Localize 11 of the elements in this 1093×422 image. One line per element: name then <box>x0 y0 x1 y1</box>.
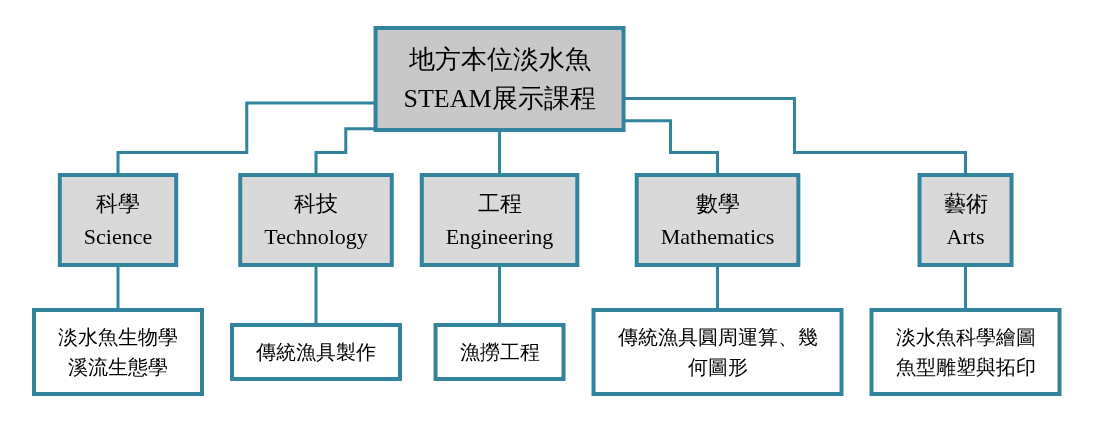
node-box: 淡水魚科學繪圖 魚型雕塑與拓印 <box>869 308 1062 396</box>
node-box: 地方本位淡水魚STEAM展示課程 <box>373 26 626 132</box>
node-box: 傳統漁具圓周運算、幾何圖形 <box>591 308 844 396</box>
node-box: 數學 Mathematics <box>634 173 801 267</box>
node-box: 藝術 Arts <box>917 173 1014 267</box>
node-box: 科學 Science <box>57 173 178 267</box>
node-box: 傳統漁具製作 <box>229 323 402 381</box>
node-box: 科技 Technology <box>237 173 394 267</box>
node-box: 淡水魚生物學 溪流生態學 <box>31 308 204 396</box>
node-box: 漁撈工程 <box>433 323 566 381</box>
node-box: 工程 Engineering <box>419 173 580 267</box>
